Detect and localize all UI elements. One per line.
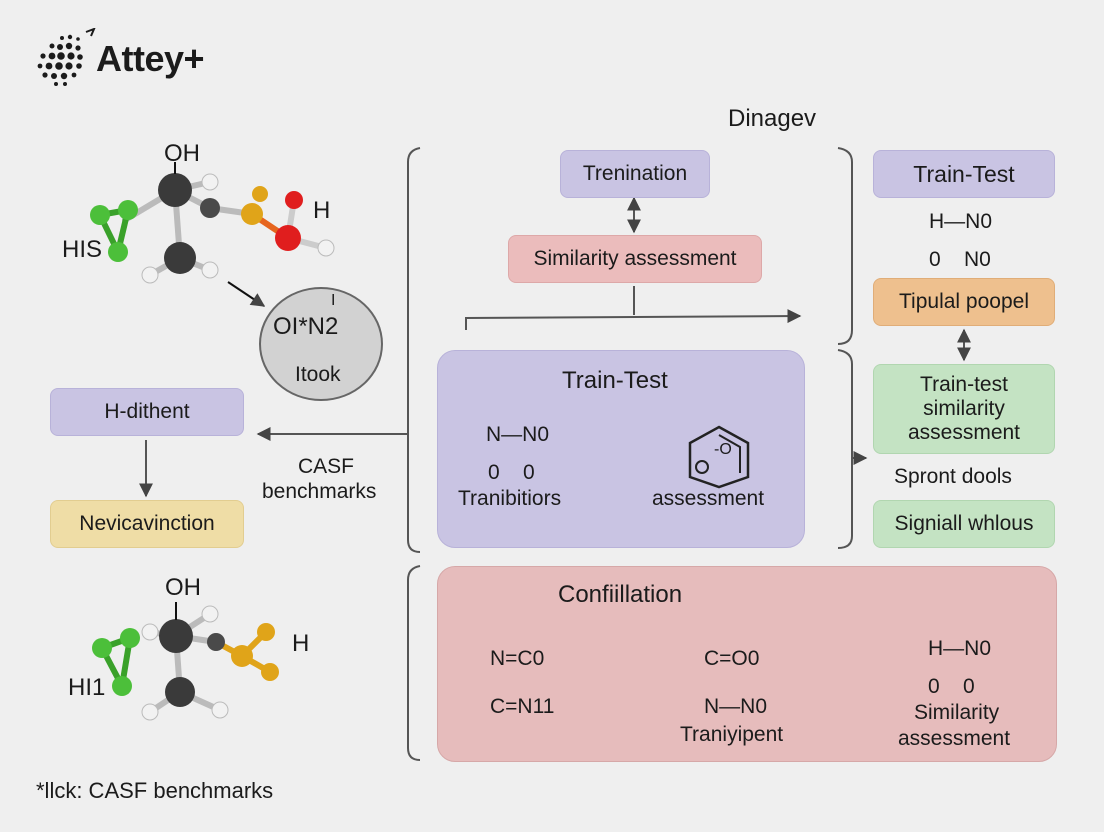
molecule-top-his: HIS <box>62 236 103 263</box>
molecule-bottom-oh: OH <box>165 574 201 601</box>
bracket-left-bottom <box>407 565 421 761</box>
logo: Attey+ <box>34 28 244 88</box>
atom-green <box>118 200 138 220</box>
atom-hydrogen <box>211 701 229 719</box>
right-formula-line2: 0 N0 <box>929 248 991 271</box>
confi-formula1-line2: C=N11 <box>490 695 555 718</box>
right-formula-line1: H—N0 <box>929 210 993 233</box>
tipual-poopel-box[interactable]: Tipulal poopel <box>873 278 1055 326</box>
nevicavinction-box[interactable]: Nevicavinction <box>50 500 244 548</box>
h-dithent-box[interactable]: H-dithent <box>50 388 244 436</box>
atom-hydrogen <box>141 623 159 641</box>
diagram-title: Dinagev <box>728 105 817 132</box>
confi-formula1-line1: N=C0 <box>490 647 545 670</box>
train-test-panel-title: Train-Test <box>562 367 668 394</box>
molecule-top <box>90 162 335 284</box>
atom-red <box>275 225 301 251</box>
bracket-right-bottom <box>837 349 853 549</box>
atom-carbon <box>200 198 220 218</box>
circle-node-formula: OI*N2 <box>273 313 339 340</box>
bracket-left-top <box>407 147 421 553</box>
confi-caption3-line2: assessment <box>898 727 1011 750</box>
confi-formula3-line2: 0 0 <box>928 675 975 698</box>
confi-caption2: Traniyipent <box>680 723 784 746</box>
confi-formula2-line1: C=O0 <box>704 647 760 670</box>
atom-green <box>108 242 128 262</box>
similarity-assessment-box[interactable]: Similarity assessment <box>508 235 762 283</box>
atom-hydrogen <box>317 239 335 257</box>
atom-carbon <box>158 173 192 207</box>
train-test-similarity-line1: Train-test <box>920 372 1008 396</box>
atom-carbon <box>207 633 225 651</box>
molecule-bottom-hi1: HI1 <box>68 674 106 701</box>
train-test-formula-line1: N—N0 <box>486 423 550 446</box>
molecule-top-h: H <box>313 197 331 224</box>
logo-text: Attey+ <box>96 38 205 79</box>
circle-node: I OI*N2 Itook <box>259 287 383 401</box>
atom-green <box>120 628 140 648</box>
molecule-bottom-h: H <box>292 630 310 657</box>
molecule-top-oh: OH <box>164 140 200 167</box>
atom-carbon <box>165 677 195 707</box>
trenination-box[interactable]: Trenination <box>560 150 710 198</box>
atom-hydrogen <box>141 703 159 721</box>
atom-hydrogen <box>201 173 219 191</box>
train-test-similarity-line3: assessment <box>907 421 1021 445</box>
right-train-test-box[interactable]: Train-Test <box>873 150 1055 198</box>
atom-carbon <box>164 242 196 274</box>
atom-hydrogen <box>201 605 219 623</box>
train-test-similarity-line2: similarity <box>923 396 1005 420</box>
train-test-similarity-box[interactable]: Train-test similarity assessment <box>873 364 1055 454</box>
circle-node-super: I <box>331 292 336 309</box>
edge-label-casf: CASF <box>298 455 355 478</box>
confi-caption3-line1: Similarity <box>914 701 1000 724</box>
ring-label: -O <box>714 441 732 458</box>
atom-green <box>112 676 132 696</box>
train-test-caption-left: Tranibitiors <box>458 487 562 510</box>
ring-structure-icon <box>688 425 750 489</box>
atom-green <box>92 638 112 658</box>
confi-formula3-line1: H—N0 <box>928 637 992 660</box>
atom-carbon <box>159 619 193 653</box>
logo-mark-icon <box>37 28 96 86</box>
circle-node-label: Itook <box>295 363 341 386</box>
confiillation-panel: Confiillation N=C0 C=N11 C=O0 N—N0 Trani… <box>437 566 1057 762</box>
footnote: *llck: CASF benchmarks <box>36 778 274 803</box>
train-test-formula-line2: 0 0 <box>488 461 535 484</box>
molecule-bottom <box>92 602 279 721</box>
confi-formula2-line2: N—N0 <box>704 695 768 718</box>
atom-hydrogen <box>201 261 219 279</box>
atom-red <box>285 191 303 209</box>
atom-gold <box>261 663 279 681</box>
spront-dools-label: Spront dools <box>894 465 1012 488</box>
atom-gold <box>231 645 253 667</box>
atom-gold <box>241 203 263 225</box>
atom-green <box>90 205 110 225</box>
atom-gold <box>252 186 268 202</box>
signiall-whlous-box[interactable]: Signiall whlous <box>873 500 1055 548</box>
atom-hydrogen <box>141 266 159 284</box>
bracket-right-top <box>837 147 853 345</box>
edge-label-benchmarks: benchmarks <box>262 480 377 503</box>
train-test-panel: Train-Test N—N0 0 0 Tranibitiors -O asse… <box>437 350 805 548</box>
confiillation-title: Confiillation <box>558 581 683 608</box>
atom-gold <box>257 623 275 641</box>
train-test-caption-right: assessment <box>652 487 765 510</box>
